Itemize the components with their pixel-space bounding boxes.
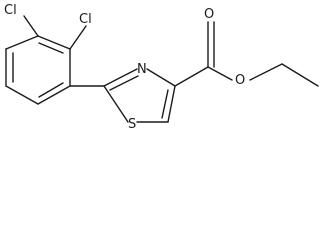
- bond-ring-carbonyl: [174, 66, 209, 87]
- bond-cl-right: [69, 25, 87, 50]
- chlorine-atom-left: Cl: [4, 3, 17, 18]
- bond: [37, 35, 71, 50]
- molecule-diagram: Cl Cl N S O O: [4, 3, 319, 132]
- bond: [37, 85, 71, 105]
- double-bond-inner: [38, 82, 64, 98]
- nitrogen-atom: N: [137, 62, 147, 77]
- bond-c-o-ester: [207, 66, 233, 81]
- double-bond-inner: [38, 42, 64, 54]
- bond: [103, 68, 138, 87]
- bond-o-ch2: [249, 63, 283, 81]
- carbonyl-oxygen-atom: O: [204, 7, 214, 22]
- double-bond-inner: [109, 75, 139, 91]
- bond-cl-left: [23, 15, 39, 37]
- bond: [167, 85, 176, 123]
- sulfur-atom: S: [128, 117, 136, 132]
- chlorine-atom-right: Cl: [79, 12, 92, 27]
- bond: [146, 68, 176, 87]
- double-bond-inner: [161, 89, 169, 119]
- structure-svg: Cl Cl N S O O: [4, 3, 319, 132]
- bond: [103, 85, 129, 123]
- ester-oxygen-atom: O: [235, 73, 245, 88]
- benzene-ring: [5, 35, 71, 105]
- bond: [5, 35, 39, 50]
- bond-ch2-ch3: [281, 63, 319, 87]
- thiazole-ring: [103, 68, 176, 123]
- bond: [5, 85, 39, 105]
